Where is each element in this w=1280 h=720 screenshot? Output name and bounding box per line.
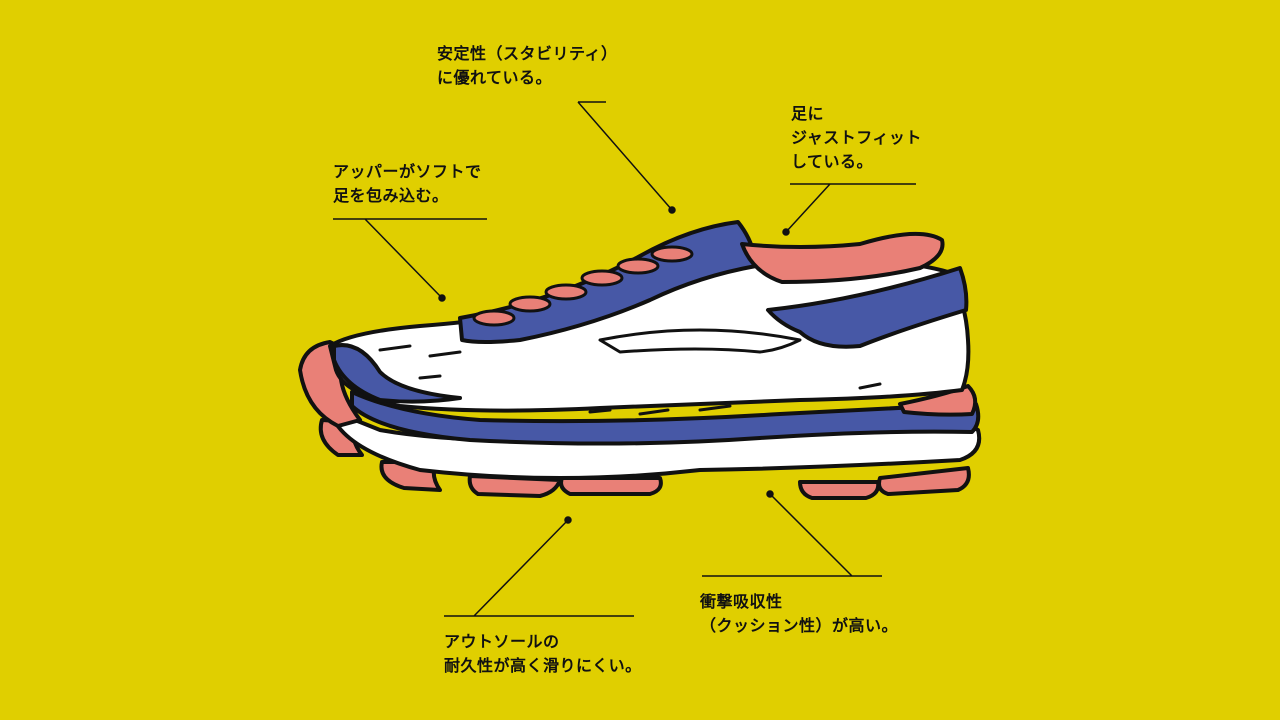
callout-stability-line2: に優れている。 [437, 68, 553, 87]
leader-fit [785, 183, 916, 233]
callout-fit: 足に ジャストフィット している。 [791, 102, 922, 174]
heel-cushion [898, 384, 978, 417]
leader-dot-upper [438, 294, 446, 302]
outsole-lug-3 [467, 474, 562, 498]
callout-fit-line2: ジャストフィット [791, 128, 922, 147]
collar-pink [740, 231, 945, 284]
callout-outsole-line1: アウトソールの [444, 632, 560, 651]
midsole-band-blue [350, 390, 981, 446]
toe-bumper [298, 340, 362, 428]
leader-dot-stability [668, 206, 676, 214]
callout-fit-line3: している。 [791, 152, 874, 171]
lace-2 [508, 295, 552, 313]
leader-dot-fit [782, 228, 790, 236]
toe-overlay-blue [332, 343, 462, 404]
outsole-lug-6 [877, 466, 971, 496]
outsole-lug-4 [559, 476, 663, 496]
lace-3 [544, 283, 588, 301]
callout-fit-line1: 足に [791, 104, 825, 123]
callout-upper-line2: 足を包み込む。 [333, 186, 449, 205]
side-stripe [598, 328, 802, 354]
lace-5 [616, 257, 660, 275]
callout-stability: 安定性（スタビリティ） に優れている。 [437, 42, 618, 90]
callout-cushion-line1: 衝撃吸収性 [700, 592, 783, 611]
leader-dot-cushion [766, 490, 774, 498]
leader-outsole [444, 519, 634, 617]
callout-stability-line1: 安定性（スタビリティ） [437, 44, 618, 63]
lace-6 [650, 245, 694, 263]
callout-cushion-line2: （クッション性）が高い。 [700, 616, 899, 635]
leader-cushion [702, 493, 882, 577]
leader-upper [333, 218, 487, 299]
laces [472, 245, 694, 327]
outsole-lug-5 [798, 480, 881, 500]
texture-strokes [378, 344, 882, 416]
callout-outsole: アウトソールの 耐久性が高く滑りにくい。 [444, 630, 642, 678]
leader-lines [333, 101, 916, 617]
leader-stability [577, 101, 673, 211]
callout-outsole-line2: 耐久性が高く滑りにくい。 [444, 656, 642, 675]
lace-1 [472, 309, 516, 327]
callout-upper: アッパーがソフトで 足を包み込む。 [333, 160, 482, 208]
leader-dot-outsole [564, 516, 572, 524]
running-shoe [298, 220, 982, 500]
callout-upper-line1: アッパーがソフトで [333, 162, 482, 181]
callout-cushion: 衝撃吸収性 （クッション性）が高い。 [700, 590, 898, 638]
lace-4 [580, 269, 624, 287]
heel-counter-blue [766, 266, 969, 349]
